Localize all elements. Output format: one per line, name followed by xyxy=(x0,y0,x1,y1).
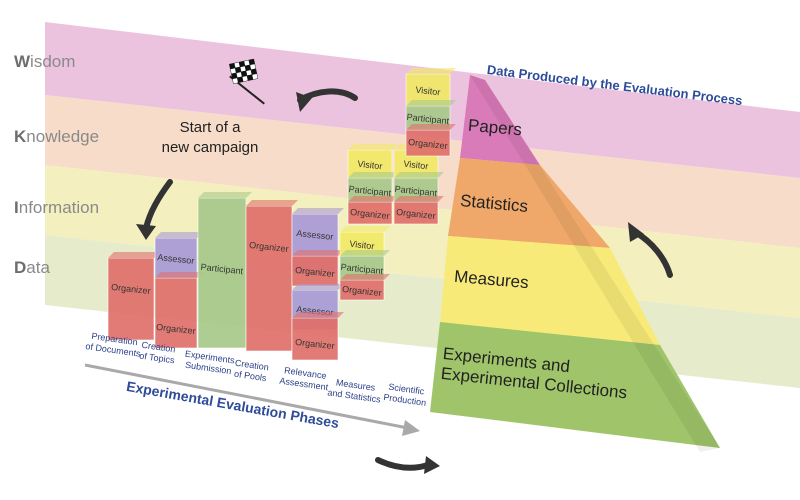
role-label-organizer: Organizer xyxy=(156,322,196,336)
role-block-top xyxy=(348,172,398,178)
role-block-top xyxy=(292,284,344,290)
arrow-bottom-right xyxy=(375,457,431,471)
role-label-participant: Participant xyxy=(200,262,244,276)
role-label-participant: Participant xyxy=(348,184,392,198)
role-block-top xyxy=(155,232,203,238)
role-blocks: OrganizerAssessorOrganizerParticipantOrg… xyxy=(107,68,456,361)
pyramid-level-measures xyxy=(440,236,660,345)
band-label-knowledge: Knowledge xyxy=(14,127,100,146)
role-block-top xyxy=(406,68,456,74)
band-label-information: Information xyxy=(14,198,100,217)
role-block-top xyxy=(394,172,444,178)
band-label-wisdom: Wisdom xyxy=(14,52,76,71)
role-label-organizer: Organizer xyxy=(295,265,335,279)
role-block-organizer xyxy=(405,129,451,157)
checkered-flag-icon xyxy=(229,58,265,105)
role-label-organizer: Organizer xyxy=(111,282,151,296)
pyramid-level-experiments xyxy=(430,322,720,448)
pyramid-level-statistics xyxy=(448,158,610,248)
role-label-organizer: Organizer xyxy=(295,337,335,351)
pyramid xyxy=(430,75,720,452)
band-label-data: Data xyxy=(14,258,50,277)
arrow-head-down-left xyxy=(136,224,156,240)
campaign-note: Start of a new campaign xyxy=(161,119,259,156)
arrow-head-pyramid xyxy=(628,222,644,242)
role-block-top xyxy=(292,208,344,214)
role-block-organizer xyxy=(291,317,339,361)
role-block-top xyxy=(292,312,344,318)
role-label-visitor: Visitor xyxy=(357,159,383,172)
role-label-visitor: Visitor xyxy=(403,159,429,172)
role-label-participant: Participant xyxy=(394,184,438,198)
pyramid-level-papers xyxy=(460,75,540,165)
role-block-top xyxy=(406,100,456,106)
role-block-top xyxy=(198,192,252,198)
phase-axis-line xyxy=(84,363,409,430)
role-block-top xyxy=(348,144,398,150)
role-label-organizer: Organizer xyxy=(342,284,382,298)
role-block-top xyxy=(348,196,398,202)
arrow-head-bottom xyxy=(424,456,440,474)
role-label-assessor: Assessor xyxy=(157,252,195,266)
arrow-down-left xyxy=(143,179,173,231)
role-label-organizer: Organizer xyxy=(249,240,289,254)
role-block-top xyxy=(340,274,390,280)
role-label-participant: Participant xyxy=(340,262,384,276)
role-block-top xyxy=(340,226,390,232)
role-label-participant: Participant xyxy=(406,112,450,126)
role-block-organizer xyxy=(154,277,198,349)
role-block-organizer xyxy=(107,257,155,341)
role-label-organizer: Organizer xyxy=(408,137,448,151)
role-block-top xyxy=(246,200,298,206)
role-block-organizer xyxy=(245,205,293,352)
role-block-organizer xyxy=(291,255,339,287)
role-block-top xyxy=(155,272,203,278)
role-label-organizer: Organizer xyxy=(396,207,436,221)
role-block-top xyxy=(406,124,456,130)
role-label-visitor: Visitor xyxy=(349,239,375,252)
role-block-top xyxy=(394,196,444,202)
pyramid-side-shadow xyxy=(470,75,720,452)
flag-cell xyxy=(251,73,259,80)
role-label-assessor: Assessor xyxy=(296,228,334,242)
phase-axis-arrowhead xyxy=(402,420,420,436)
phase-axis xyxy=(84,363,420,436)
role-block-top xyxy=(340,250,390,256)
arrow-heads xyxy=(136,92,644,474)
arrow-head-flag xyxy=(296,92,312,112)
role-block-top xyxy=(292,250,344,256)
role-block-top xyxy=(108,252,160,258)
role-label-visitor: Visitor xyxy=(415,85,441,98)
role-label-organizer: Organizer xyxy=(350,207,390,221)
